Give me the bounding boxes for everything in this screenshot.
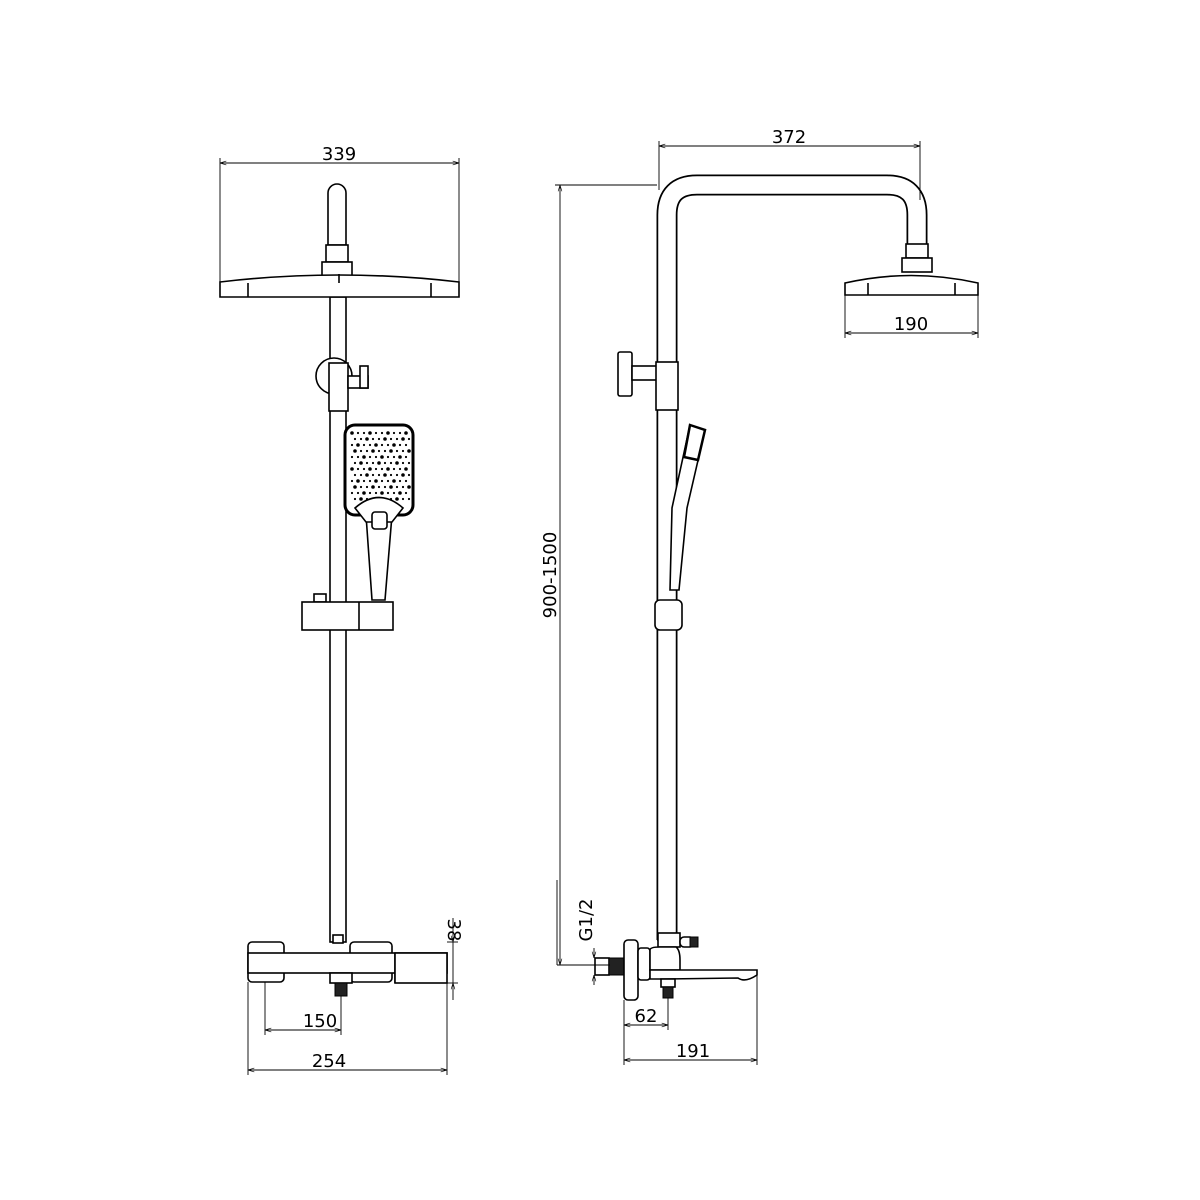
side-wall-bracket: [617, 351, 679, 411]
front-slider: [301, 593, 394, 631]
dim-38-label: 38: [443, 919, 464, 942]
dim-254-label: 254: [312, 1051, 346, 1072]
front-thermostatic-mixer: [247, 934, 448, 997]
side-dim-thread: G1/2: [556, 880, 610, 985]
dim-g1-2-label: G1/2: [576, 899, 597, 942]
front-dim-mixer-height: 38: [443, 918, 464, 1000]
front-hand-shower: [343, 423, 415, 601]
dim-372-label: 372: [772, 127, 806, 148]
dim-900-1500-label: 900-1500: [540, 532, 561, 619]
front-rain-shower-head: [219, 183, 460, 298]
dim-190-label: 190: [894, 314, 928, 335]
side-hand-shower: [654, 423, 707, 631]
spray-nozzles: [350, 431, 411, 501]
front-dim-mixer-width: 254: [247, 982, 448, 1075]
side-dim-spout-length: 191: [623, 975, 758, 1065]
dim-339-label: 339: [322, 144, 356, 165]
side-dim-height-range: 900-1500: [540, 184, 657, 965]
dim-62-label: 62: [635, 1006, 658, 1027]
front-view: 339 38 150: [219, 144, 464, 1075]
side-dim-arm-reach: 372: [658, 127, 921, 200]
side-rain-shower-head: [844, 243, 979, 296]
side-dim-outlet-offset: 62: [624, 998, 669, 1030]
side-mixer: [594, 932, 758, 1001]
front-wall-bracket: [315, 357, 369, 412]
dim-150-label: 150: [303, 1011, 337, 1032]
front-dim-outlet-spacing: 150: [264, 982, 342, 1035]
side-pole-and-arm: [656, 174, 928, 941]
dim-191-label: 191: [676, 1041, 710, 1062]
side-view: 372 190 900-1500 G1/2: [540, 127, 979, 1065]
front-dim-head-width: 339: [219, 144, 460, 282]
side-dim-head-diameter: 190: [844, 295, 979, 338]
